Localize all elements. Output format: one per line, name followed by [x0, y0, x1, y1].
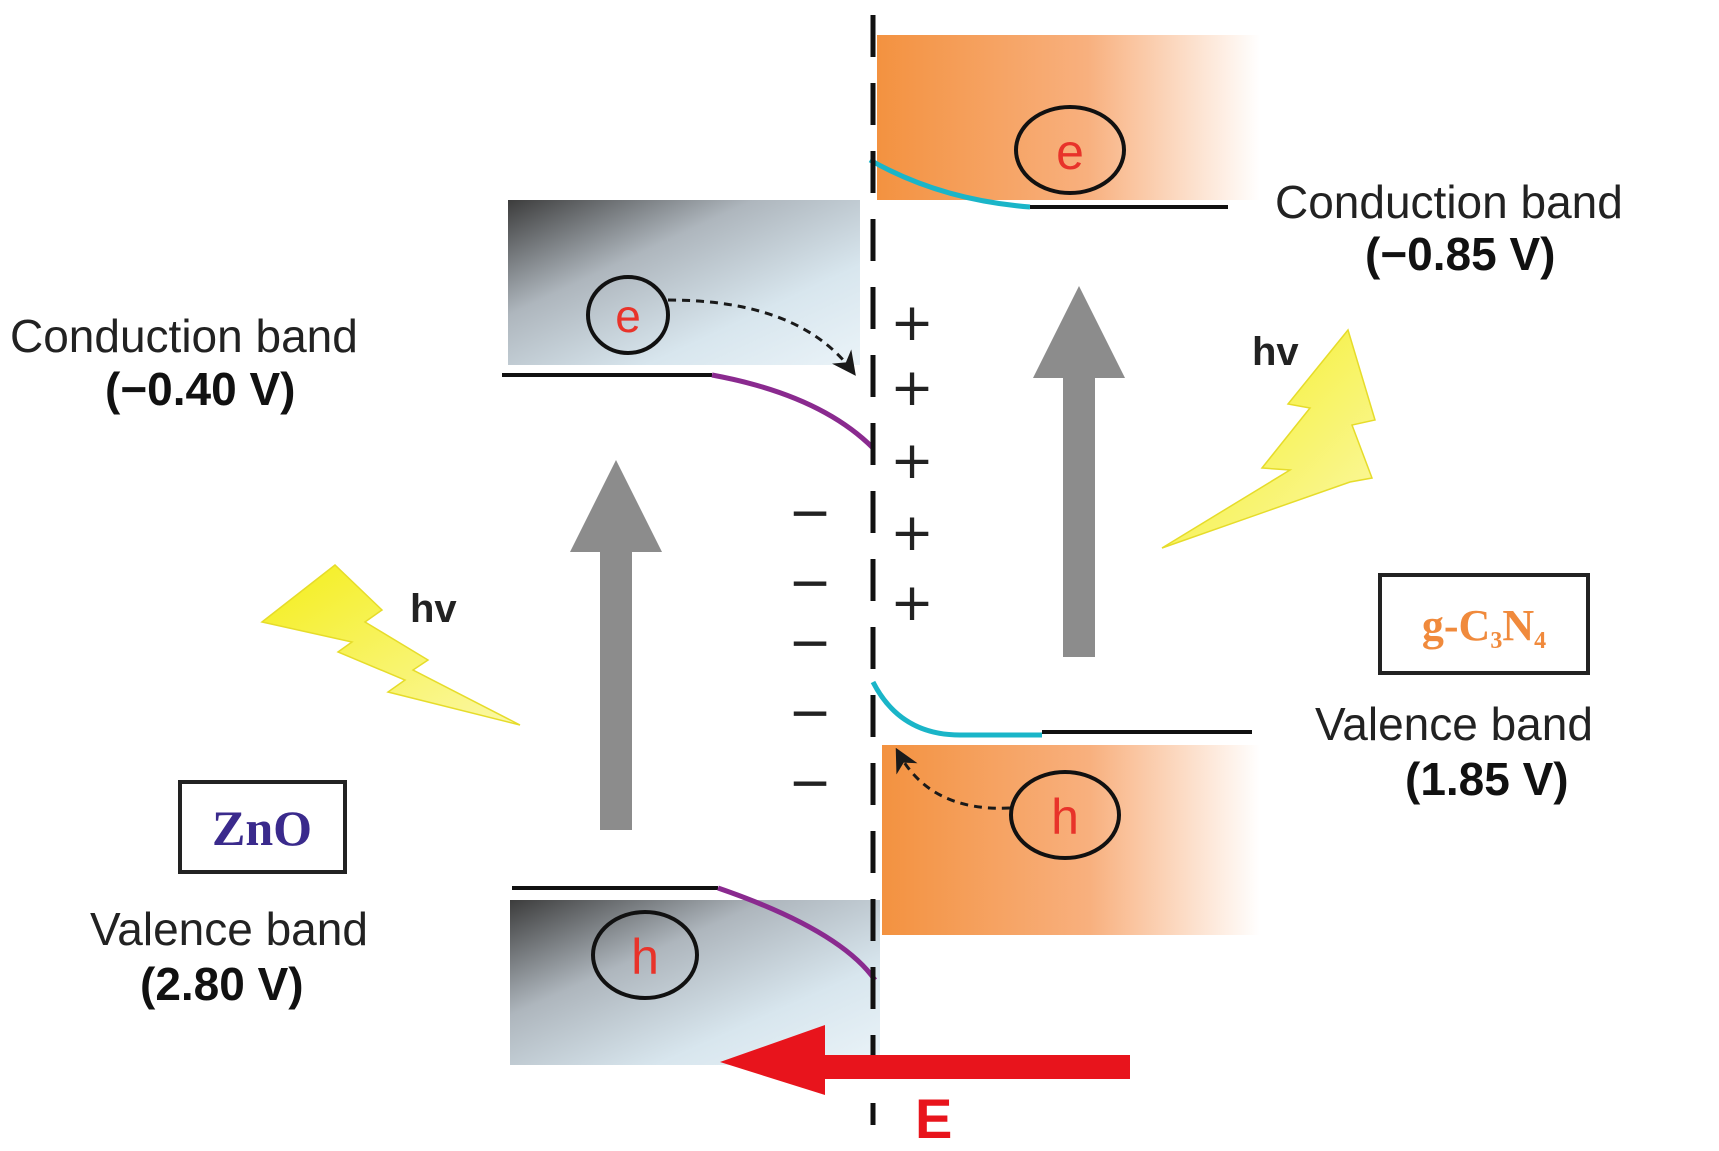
gcn-electron-label: e — [1056, 124, 1084, 180]
minus-charge: − — [788, 753, 832, 813]
zno-conduction-band-value: (−0.40 V) — [105, 363, 296, 415]
zno-electron-label: e — [615, 290, 641, 342]
gcn-valence-band-bending — [870, 680, 961, 738]
zno-electron: e — [586, 275, 670, 355]
electric-field-label: E — [915, 1087, 952, 1150]
plus-charge: + — [890, 293, 934, 353]
gcn-conduction-band-value: (−0.85 V) — [1365, 228, 1556, 280]
zno-valence-band-label: Valence band — [90, 903, 368, 955]
plus-charge: + — [890, 358, 934, 418]
gcn-name: g-C3N4 — [1422, 601, 1546, 654]
positive-charges: + + + + + — [890, 293, 934, 633]
negative-charges: − − − − − — [788, 483, 832, 813]
gcn-hole: h — [1009, 770, 1121, 860]
gcn-excitation-arrow — [1033, 286, 1125, 657]
zno-conduction-band-label: Conduction band — [10, 310, 358, 362]
light-left-label: hv — [410, 587, 457, 631]
plus-charge: + — [890, 431, 934, 491]
gcn-valence-band-value: (1.85 V) — [1405, 753, 1569, 805]
minus-charge: − — [788, 553, 832, 613]
gcn-name-base: g-C — [1422, 601, 1490, 650]
zno-name-box — [178, 780, 347, 874]
gcn-conduction-band-label: Conduction band — [1275, 176, 1623, 228]
gcn-name-mid: N — [1502, 601, 1534, 650]
electron-transfer-arrow — [667, 298, 856, 376]
gcn-name-sub1: 3 — [1490, 628, 1502, 654]
zno-conduction-band-bending — [711, 372, 875, 450]
gcn-hole-label: h — [1051, 789, 1079, 845]
zno-hole: h — [591, 910, 699, 1000]
hole-transfer-arrow — [895, 747, 1011, 810]
zno-name: ZnO — [212, 800, 312, 856]
gcn-conduction-band-block — [877, 35, 1260, 200]
zno-valence-band-bending — [717, 885, 878, 982]
minus-charge: − — [788, 683, 832, 743]
lightning-right-icon — [1161, 328, 1376, 549]
zno-conduction-band-block — [508, 200, 860, 365]
plus-charge: + — [890, 503, 934, 563]
plus-charge: + — [890, 573, 934, 633]
gcn-conduction-band-bending — [868, 157, 1031, 210]
electric-field-arrow — [720, 1025, 1130, 1095]
gcn-name-box — [1378, 573, 1590, 675]
zno-excitation-arrow — [570, 460, 662, 830]
zno-hole-label: h — [631, 929, 659, 985]
gcn-valence-band-block — [882, 745, 1260, 935]
gcn-name-sub2: 4 — [1534, 628, 1546, 654]
gcn-valence-band-label: Valence band — [1315, 698, 1593, 750]
minus-charge: − — [788, 613, 832, 673]
light-right-label: hv — [1252, 330, 1299, 374]
gcn-electron: e — [1014, 105, 1126, 195]
minus-charge: − — [788, 483, 832, 543]
zno-valence-band-value: (2.80 V) — [140, 958, 304, 1010]
lightning-left-icon — [260, 564, 521, 726]
